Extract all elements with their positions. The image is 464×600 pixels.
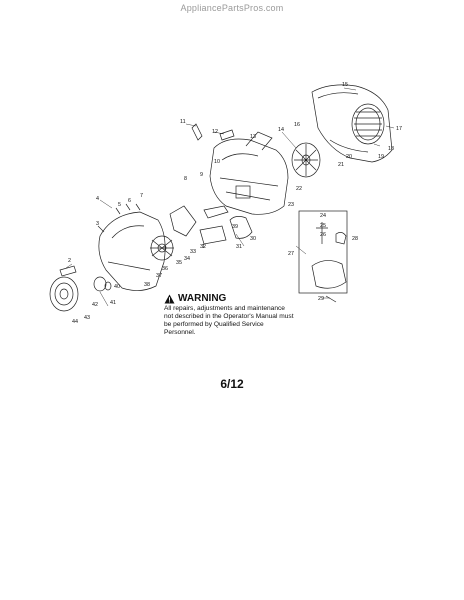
callout-26: 26 bbox=[320, 232, 326, 238]
throttle-bracket-part bbox=[169, 205, 227, 245]
engine-block-part bbox=[209, 131, 289, 215]
warning-heading-text: WARNING bbox=[178, 293, 227, 304]
callout-19: 19 bbox=[378, 154, 384, 160]
callout-44: 44 bbox=[72, 319, 78, 325]
flywheel-part bbox=[150, 235, 174, 261]
callout-11: 11 bbox=[180, 119, 186, 125]
callout-3: 3 bbox=[96, 221, 99, 227]
callout-28: 28 bbox=[352, 236, 358, 242]
callout-17: 17 bbox=[396, 126, 402, 132]
callout-36: 36 bbox=[162, 266, 168, 272]
callout-15: 15 bbox=[342, 82, 348, 88]
callout-2: 2 bbox=[68, 258, 71, 264]
callout-23: 23 bbox=[288, 202, 294, 208]
callout-22: 22 bbox=[296, 186, 302, 192]
page-number: 6/12 bbox=[220, 377, 244, 391]
callout-38: 38 bbox=[144, 282, 150, 288]
intake-grille-part bbox=[351, 103, 385, 145]
callout-41: 41 bbox=[110, 300, 116, 306]
callout-labels: 1234567891011121314151617181920212223242… bbox=[68, 82, 402, 325]
callout-30: 30 bbox=[250, 236, 256, 242]
muffler-part bbox=[203, 205, 253, 239]
warning-heading: WARNING bbox=[164, 293, 294, 304]
callout-21: 21 bbox=[338, 162, 344, 168]
callout-6: 6 bbox=[128, 198, 131, 204]
blower-housing-part bbox=[311, 84, 393, 163]
callout-20: 20 bbox=[346, 154, 352, 160]
fan-impeller-part bbox=[291, 142, 321, 178]
callout-7: 7 bbox=[140, 193, 143, 199]
callout-1: 1 bbox=[202, 244, 205, 250]
watermark: AppliancePartsPros.com bbox=[180, 3, 284, 13]
callout-24: 24 bbox=[320, 213, 326, 219]
callout-35: 35 bbox=[176, 260, 182, 266]
callout-4: 4 bbox=[96, 196, 99, 202]
warning-text: All repairs, adjustments and maintenance… bbox=[164, 305, 294, 336]
callout-42: 42 bbox=[92, 302, 98, 308]
callout-9: 9 bbox=[200, 172, 203, 178]
spark-plug-part bbox=[191, 123, 235, 141]
screws-part bbox=[97, 203, 337, 303]
callout-27: 27 bbox=[288, 251, 294, 257]
callout-5: 5 bbox=[118, 202, 121, 208]
callout-29: 29 bbox=[318, 296, 324, 302]
warning-block: WARNING All repairs, adjustments and mai… bbox=[164, 293, 294, 337]
callout-31: 31 bbox=[236, 244, 242, 250]
callout-13: 13 bbox=[250, 134, 256, 140]
callout-37: 37 bbox=[156, 273, 162, 279]
callout-32: 32 bbox=[200, 244, 206, 250]
callout-33: 33 bbox=[190, 249, 196, 255]
callout-25: 25 bbox=[320, 223, 326, 229]
recoil-starter-part bbox=[49, 276, 112, 312]
callout-34: 34 bbox=[184, 256, 190, 262]
callout-8: 8 bbox=[184, 176, 187, 182]
starter-handle-part bbox=[59, 265, 77, 277]
warning-triangle-icon bbox=[164, 294, 175, 303]
callout-16: 16 bbox=[294, 122, 300, 128]
callout-14: 14 bbox=[278, 127, 284, 133]
callout-10: 10 bbox=[214, 159, 220, 165]
callout-43: 43 bbox=[84, 315, 90, 321]
callout-40: 40 bbox=[114, 284, 120, 290]
callout-12: 12 bbox=[212, 129, 218, 135]
starter-housing-part bbox=[98, 211, 166, 291]
fuel-system-inset bbox=[298, 210, 348, 294]
callout-18: 18 bbox=[388, 146, 394, 152]
callout-39: 39 bbox=[232, 224, 238, 230]
